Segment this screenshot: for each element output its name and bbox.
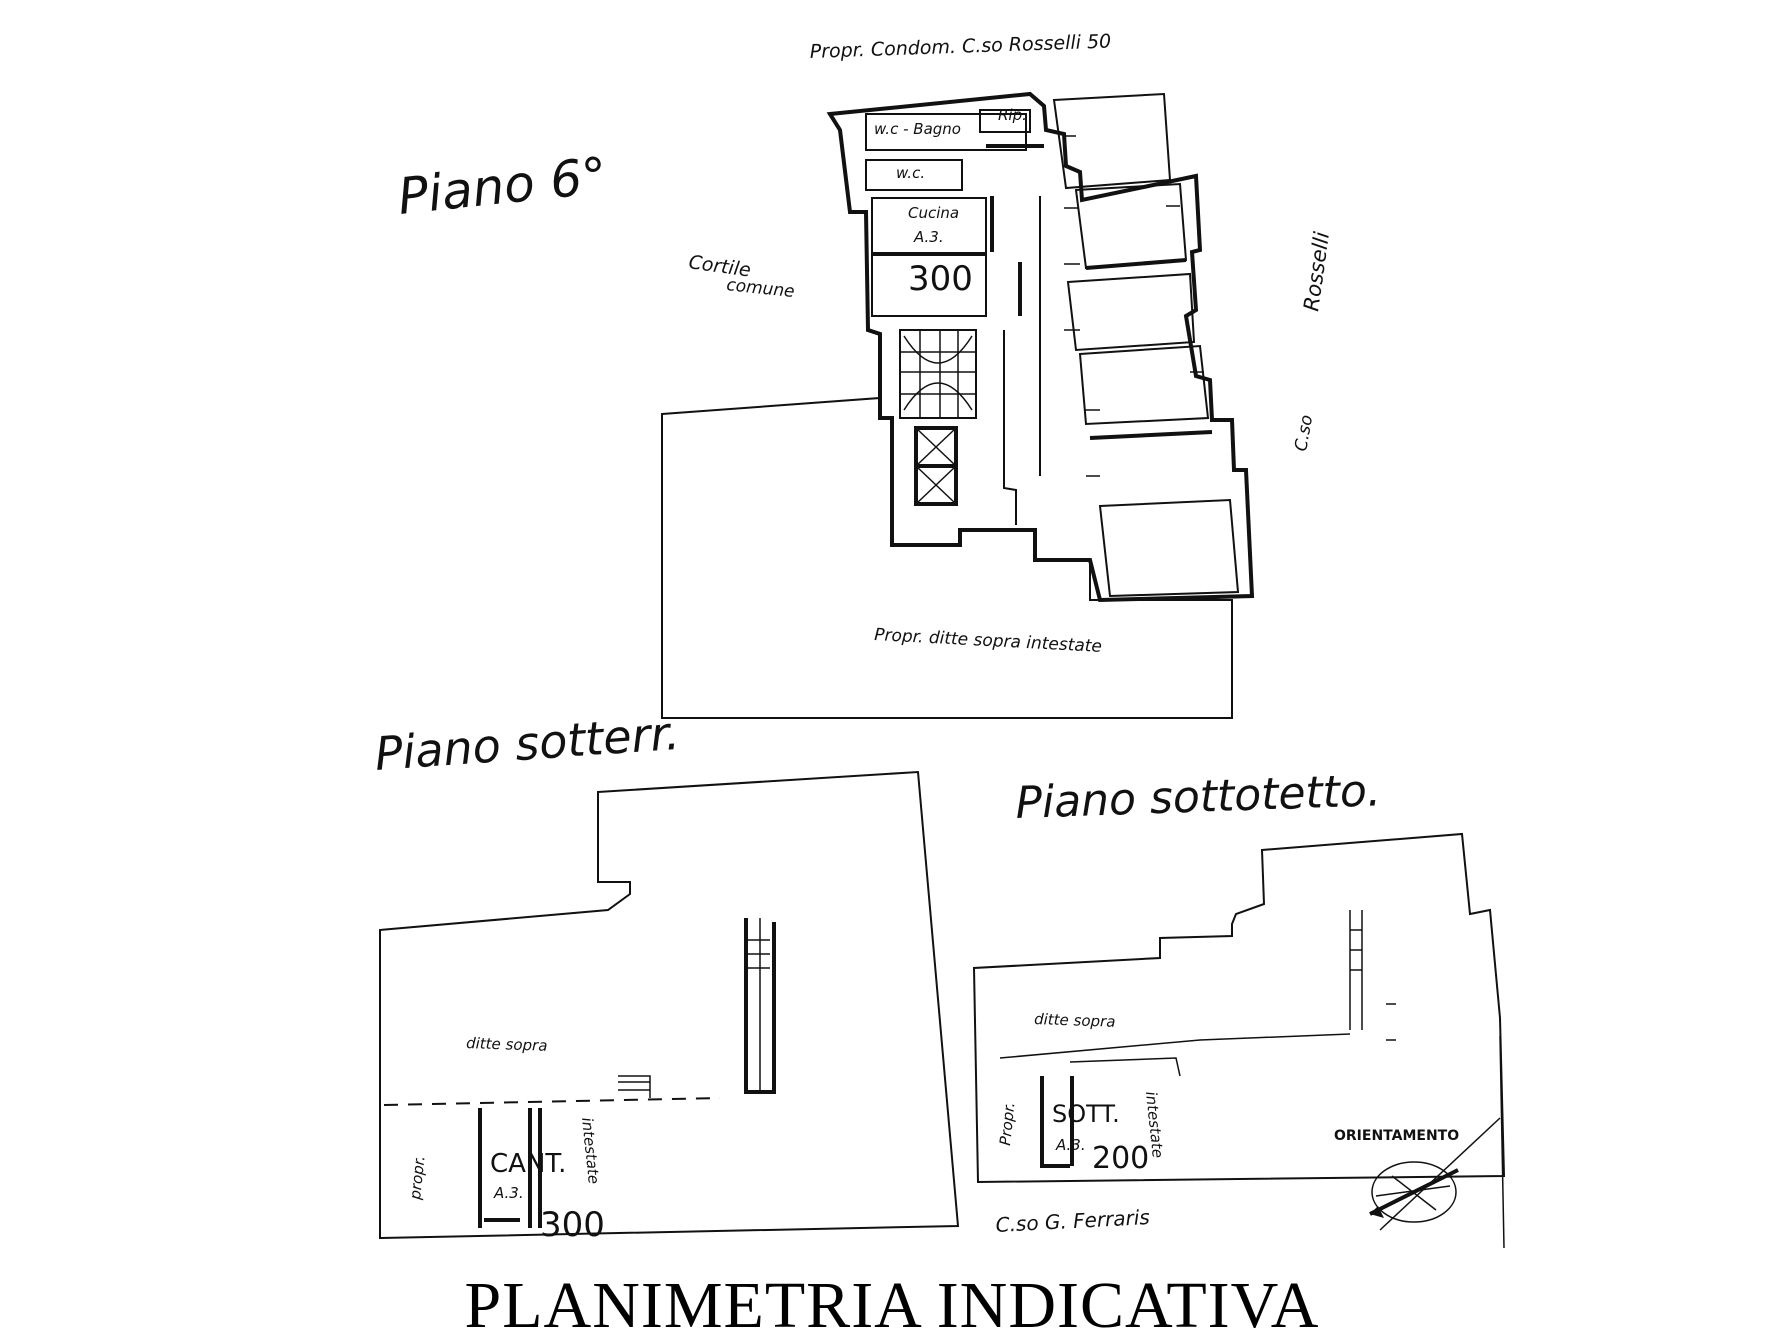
floor-6-bottom-label: Propr. ditte sopra intestate [874, 625, 1103, 657]
room-wc-label: w.c. [896, 164, 925, 182]
street-label-rosselli: Rosselli [1299, 230, 1334, 312]
floor-6-plan: Piano 6° Propr. Condom. C.so Rosselli 50… [395, 30, 1334, 719]
attic-unit-number: 200 [1092, 1141, 1149, 1176]
attic-propr-label: Propr. [996, 1101, 1018, 1146]
room-code-label: A.3. [913, 228, 944, 246]
basement-plan: Piano sotterr. propr. ditte sopra intest… [373, 706, 960, 1245]
orientation-label: ORIENTAMENTO [1334, 1128, 1459, 1144]
floor-6-unit-number: 300 [908, 259, 973, 299]
attic-code: A.3. [1055, 1136, 1086, 1154]
cellar-code: A.3. [493, 1184, 524, 1202]
basement-heading: Piano sotterr. [373, 706, 681, 781]
basement-unit-number: 300 [540, 1205, 605, 1245]
floor-6-heading: Piano 6° [395, 146, 610, 226]
basement-intestate-label: intestate [578, 1117, 603, 1185]
attic-street-label: C.so G. Ferraris [995, 1205, 1150, 1237]
cellar-label: CANT. [490, 1149, 566, 1179]
attic-heading: Piano sottotetto. [1015, 765, 1382, 829]
basement-ditte-label: ditte sopra [466, 1034, 548, 1055]
attic-plan: Piano sottotetto. ditte sopra Propr. int… [972, 765, 1506, 1249]
floor-6-top-label: Propr. Condom. C.so Rosselli 50 [809, 30, 1111, 63]
room-rip-label: Rip. [998, 106, 1027, 124]
courtyard-label-2: comune [725, 275, 795, 302]
compass-icon [1369, 1117, 1501, 1231]
room-cucina-label: Cucina [908, 204, 959, 222]
attic-label: SOTT. [1052, 1100, 1120, 1128]
basement-propr-label: propr. [406, 1155, 429, 1202]
street-label-corso: C.so [1291, 413, 1317, 452]
room-wc-bagno-label: w.c - Bagno [874, 120, 961, 138]
attic-ditte-label: ditte sopra [1034, 1010, 1116, 1031]
page-title: PLANIMETRIA INDICATIVA [464, 1269, 1320, 1342]
